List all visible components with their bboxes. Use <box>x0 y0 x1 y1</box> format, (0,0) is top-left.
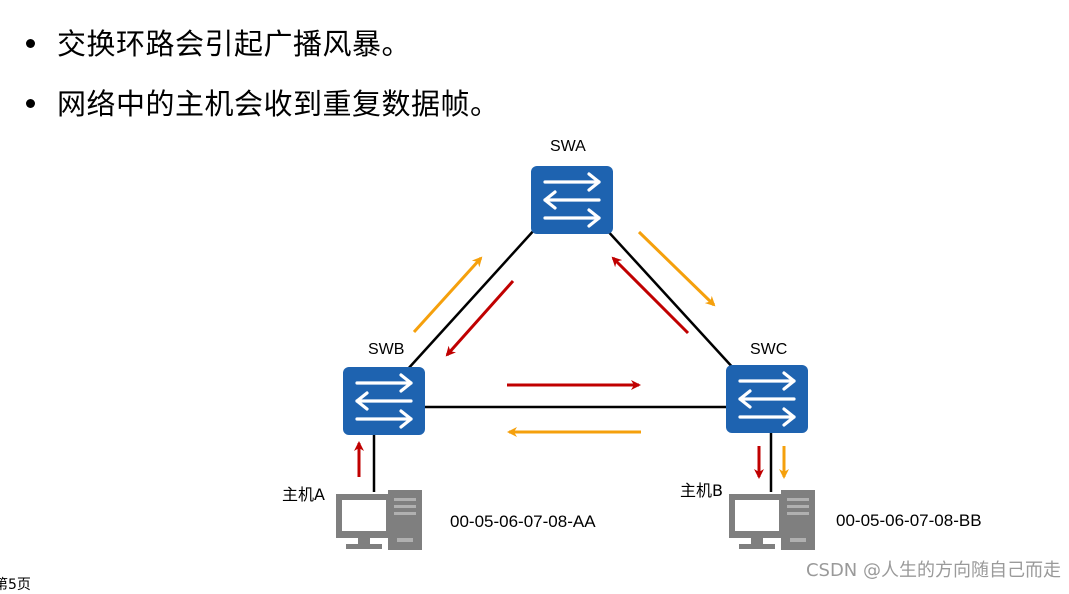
bullet-item-1: 交换环路会引起广播风暴。 <box>26 22 411 62</box>
bullet-item-2: 网络中的主机会收到重复数据帧。 <box>26 82 500 122</box>
host-a-label: 主机A <box>282 485 325 504</box>
watermark: CSDN @人生的方向随自己而走 <box>805 560 1061 581</box>
host-a-pc-icon <box>336 490 422 550</box>
red-arrow-swc-to-swa <box>611 256 690 335</box>
host-b-label: 主机B <box>680 481 723 500</box>
switch-swa-icon <box>529 164 615 236</box>
switch-swc-icon <box>724 363 810 435</box>
host-a-mac: 00-05-06-07-08-AA <box>450 512 596 531</box>
link-swa-swb <box>406 227 537 371</box>
link-swa-swc <box>604 227 736 371</box>
host-b-mac: 00-05-06-07-08-BB <box>836 511 982 530</box>
host-b-pc-icon <box>729 490 815 550</box>
bullet-dot <box>26 38 35 48</box>
switch-swc-label: SWC <box>750 341 788 358</box>
page-number: 第5页 <box>0 577 31 593</box>
bullet-text-1: 交换环路会引起广播风暴。 <box>57 27 412 61</box>
orange-arrow-swa-to-swc <box>637 230 716 307</box>
orange-arrow-swb-to-swa <box>412 256 483 334</box>
bullet-dot <box>26 98 35 108</box>
switch-swa-label: SWA <box>550 138 586 155</box>
switch-swb-icon <box>341 365 427 437</box>
red-arrow-swa-to-swb <box>445 280 515 357</box>
bullet-text-2: 网络中的主机会收到重复数据帧。 <box>57 87 500 121</box>
switch-swb-label: SWB <box>368 341 405 358</box>
